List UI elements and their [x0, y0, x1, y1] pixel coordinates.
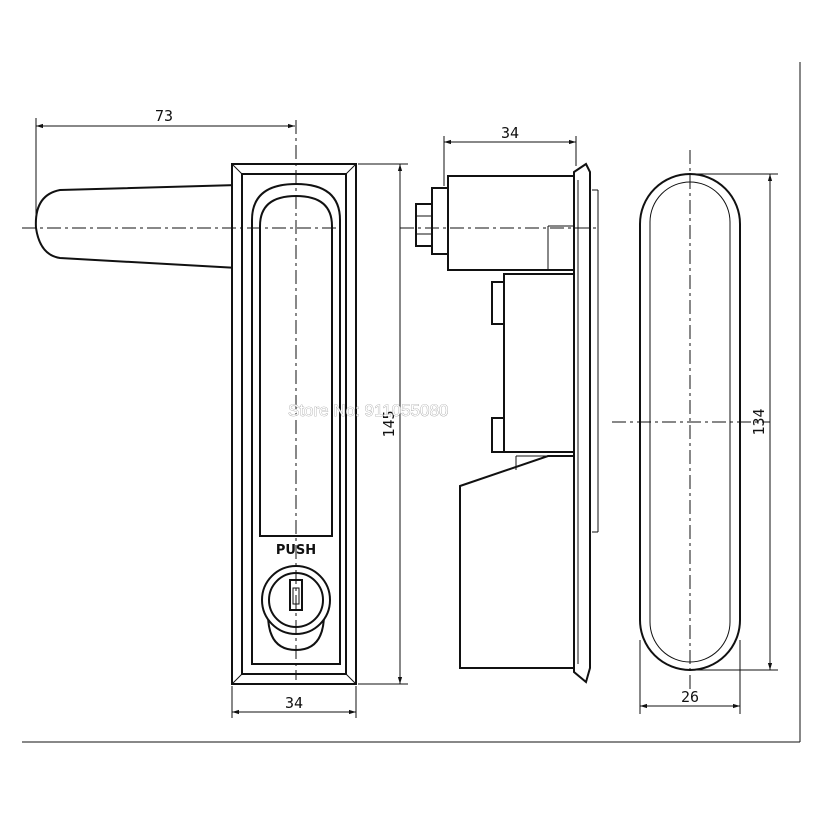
dim-depth-34: 34	[501, 124, 519, 142]
back-view	[612, 150, 770, 690]
handle-grip	[259, 194, 333, 537]
hex-nut	[431, 187, 449, 255]
back-dimensions: 134 26	[639, 173, 778, 714]
bolt-tip	[415, 203, 433, 247]
mounting-flange	[573, 162, 591, 684]
store-watermark: Store No: 911055080	[288, 401, 448, 420]
dim-height-145: 145	[380, 410, 398, 437]
upper-cylinder	[447, 175, 575, 271]
dim-width-34: 34	[285, 694, 303, 712]
front-dimensions: 73 145 34	[35, 107, 408, 718]
side-view	[400, 162, 600, 684]
handle-lever	[34, 184, 239, 269]
dim-height-134: 134	[750, 408, 768, 435]
dim-handle-length: 73	[155, 107, 173, 125]
dim-width-26: 26	[681, 688, 699, 706]
middle-body	[503, 273, 575, 453]
lower-block	[459, 455, 575, 669]
front-view: PUSH	[22, 120, 357, 685]
side-dimensions: 34	[443, 124, 577, 186]
drawing-frame	[22, 62, 801, 743]
